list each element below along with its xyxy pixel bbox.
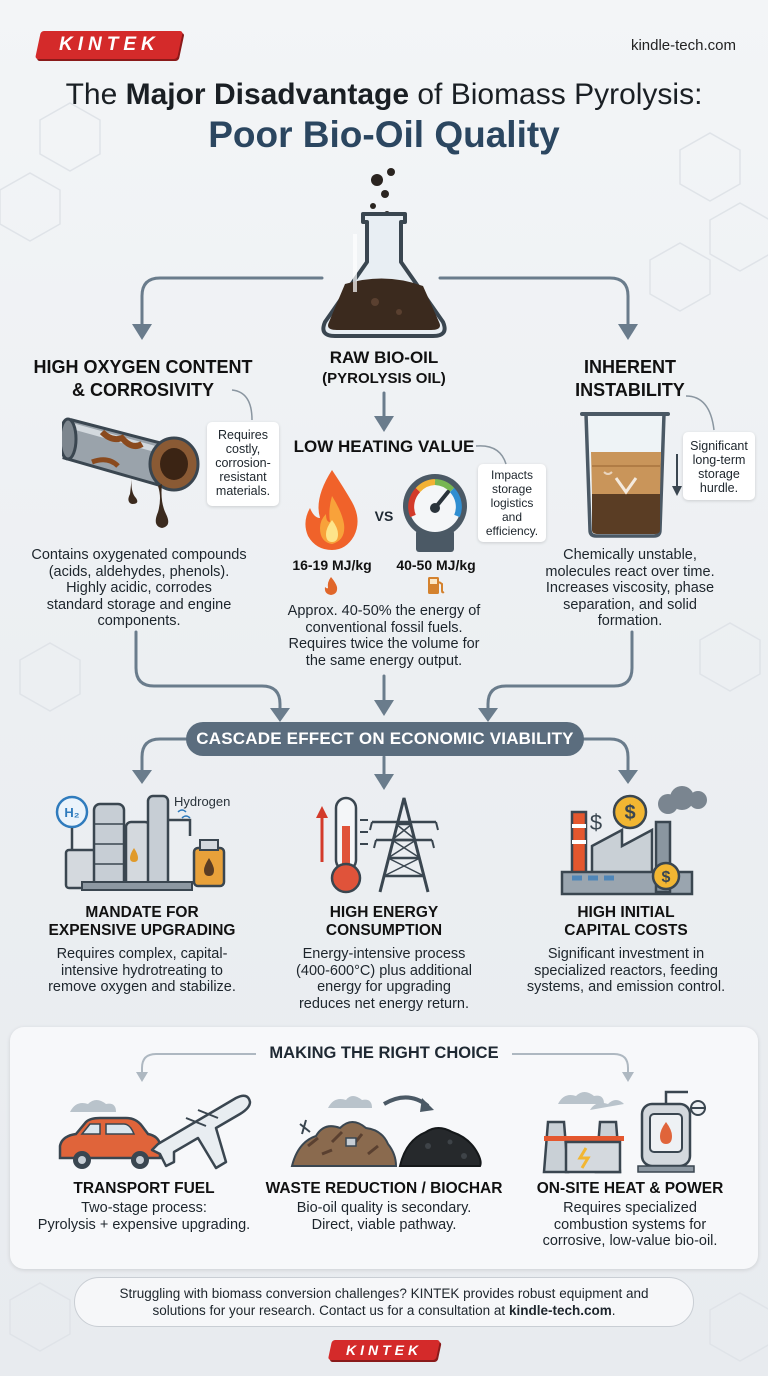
- choice-title: MAKING THE RIGHT CHOICE: [269, 1044, 499, 1062]
- transport-body: Two-stage process:Pyrolysis + expensive …: [37, 1200, 251, 1233]
- bio-oil-heating-value: 16-19 MJ/kg: [292, 557, 372, 573]
- website-link[interactable]: kindle-tech.com: [630, 37, 736, 54]
- cascade-banner: CASCADE EFFECT ON ECONOMIC VIABILITY: [186, 722, 584, 756]
- oxygen-heading: HIGH OXYGEN CONTENT: [33, 357, 253, 377]
- flow-arrows: [132, 276, 638, 790]
- flask-icon: [321, 168, 447, 338]
- heating-callout-pointer: [475, 445, 507, 465]
- inherent-heading: INHERENT: [583, 357, 676, 377]
- raw-bio-oil-label: RAW BIO-OIL: [329, 348, 439, 367]
- cta-line2: solutions for your research. Contact us …: [152, 1303, 616, 1318]
- small-flame-icon: [324, 577, 338, 595]
- down-arrow-icon: [672, 454, 682, 496]
- right-callout-pointer: [685, 395, 715, 431]
- waste-heading: WASTE REDUCTION / BIOCHAR: [265, 1180, 503, 1197]
- factory-money-icon: $ $ $: [560, 786, 707, 896]
- fuel-pump-icon: [428, 577, 445, 594]
- fuel-gauge-icon: [403, 474, 467, 552]
- fire-icon: [305, 470, 358, 550]
- upgrading-body: Requires complex, capital-intensive hydr…: [48, 946, 236, 995]
- corrosivity-heading: & CORROSIVITY: [71, 380, 214, 400]
- vs-label: VS: [374, 508, 394, 524]
- transport-heading: TRANSPORT FUEL: [73, 1180, 215, 1197]
- car-plane-icon: [58, 1094, 252, 1170]
- h2-label: H₂: [64, 805, 79, 820]
- corroded-pipe-icon: [62, 417, 200, 528]
- kintek-logo-footer[interactable]: KINTEK: [327, 1340, 441, 1360]
- instability-heading: INSTABILITY: [575, 380, 685, 400]
- dollar-symbol-bottom: $: [662, 869, 671, 886]
- heating-heading: LOW HEATING VALUE: [293, 437, 475, 456]
- cta-line1: Struggling with biomass conversion chall…: [119, 1286, 649, 1301]
- waste-body: Bio-oil quality is secondary.Direct, via…: [296, 1200, 472, 1233]
- beaker-icon: [580, 412, 670, 538]
- page-subtitle: Poor Bio-Oil Quality: [208, 114, 560, 155]
- cta-box: Struggling with biomass conversion chall…: [74, 1277, 694, 1327]
- dollar-symbol-top: $: [624, 802, 635, 824]
- cta-link[interactable]: kindle-tech.com: [508, 1303, 612, 1318]
- choice-arrows: [136, 1053, 634, 1082]
- energy-body: Energy-intensive process(400-600°C) plus…: [296, 946, 472, 1012]
- fossil-heating-value: 40-50 MJ/kg: [396, 557, 476, 573]
- dollar-symbol-left: $: [590, 810, 602, 835]
- left-callout-pointer: [231, 389, 253, 421]
- page-title: The Major Disadvantage of Biomass Pyroly…: [65, 78, 703, 111]
- power-plant-icon: [542, 1090, 706, 1174]
- refinery-icon: H₂: [55, 794, 226, 891]
- heat-power-heading: ON-SITE HEAT & POWER: [536, 1180, 724, 1197]
- biochar-icon: [290, 1095, 482, 1167]
- left-body: Contains oxygenated compounds(acids, ald…: [31, 547, 247, 629]
- right-body: Chemically unstable,molecules react over…: [545, 547, 715, 629]
- thermometer-pylon-icon: [316, 796, 439, 894]
- pyrolysis-oil-label: (PYROLYSIS OIL): [322, 370, 446, 387]
- hydrogen-label: Hydrogen: [174, 794, 231, 809]
